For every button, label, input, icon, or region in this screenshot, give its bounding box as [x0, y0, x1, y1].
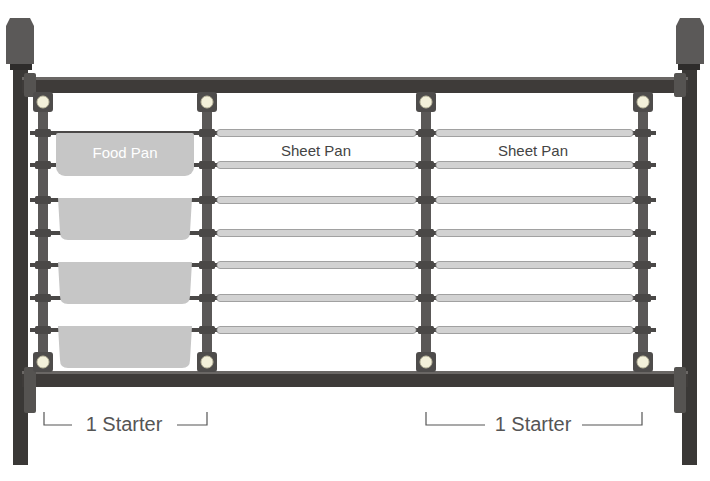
rail-hook — [199, 196, 215, 204]
food-pans — [58, 198, 192, 368]
rail-hook — [35, 261, 51, 269]
bracket-line — [177, 412, 207, 425]
rail-hook — [199, 161, 215, 169]
bottom-bar — [22, 371, 688, 387]
bracket-line — [44, 412, 72, 425]
food-pan: Food Pan — [56, 133, 194, 176]
sheet-pan-label: Sheet Pan — [495, 142, 571, 159]
sheet-pan-slide — [217, 295, 416, 302]
rail-hook — [35, 326, 51, 334]
sheet-pan-slide — [217, 230, 416, 237]
sheet-pan-slide — [436, 130, 633, 137]
right-post-cap — [676, 18, 704, 64]
food-pan — [58, 262, 192, 304]
rail-light — [637, 356, 649, 368]
sheet-pan-slide — [436, 162, 633, 169]
sheet-pan-slide — [217, 262, 416, 269]
rail-hook — [199, 326, 215, 334]
food-pan — [58, 198, 192, 240]
rail-light — [637, 96, 649, 108]
rail-light-housing — [33, 92, 53, 112]
left-post-collar — [10, 64, 32, 70]
rail-hook — [35, 229, 51, 237]
rail-hook — [418, 261, 434, 269]
rail-hook — [35, 129, 51, 137]
bottom-bar-edge — [22, 371, 688, 374]
rail-hook — [418, 326, 434, 334]
rail-light — [420, 96, 432, 108]
rail-hook — [635, 294, 651, 302]
bracket-line — [426, 412, 485, 425]
rail-hook — [635, 129, 651, 137]
sheet-pan-slide — [436, 230, 633, 237]
rail-hook — [35, 196, 51, 204]
rack-posts — [6, 18, 704, 465]
sheet-pan-slide — [436, 262, 633, 269]
rail-hook — [199, 129, 215, 137]
starter-label: 1 Starter — [83, 413, 166, 436]
vertical-rails — [33, 92, 653, 372]
rail-hook — [418, 161, 434, 169]
rail-light — [420, 356, 432, 368]
rail-light — [37, 96, 49, 108]
rail-light-housing — [416, 352, 436, 372]
rail-hook — [635, 261, 651, 269]
rail-hook — [35, 294, 51, 302]
food-pan — [58, 326, 192, 368]
rail-hook — [418, 294, 434, 302]
sheet-pan-slide — [217, 130, 416, 137]
rail-light-housing — [633, 92, 653, 112]
rail-light — [201, 356, 213, 368]
rail-hook — [635, 326, 651, 334]
rail-hook — [418, 196, 434, 204]
bar-clamp — [24, 367, 36, 413]
rail-light — [201, 96, 213, 108]
sheet-pan-slide — [436, 327, 633, 334]
rail-hook — [635, 229, 651, 237]
bar-clamp — [674, 367, 686, 413]
rail-hook — [35, 161, 51, 169]
pan-slides — [30, 130, 656, 334]
sheet-pan-slide — [436, 197, 633, 204]
starter-label: 1 Starter — [492, 413, 575, 436]
top-bar — [22, 77, 688, 93]
rail-hook — [418, 129, 434, 137]
rail-light-housing — [416, 92, 436, 112]
rail-light-housing — [197, 352, 217, 372]
sheet-pan-slide — [436, 295, 633, 302]
sheet-pan-slide — [217, 327, 416, 334]
top-bar-edge — [22, 77, 688, 80]
rail-light-housing — [633, 352, 653, 372]
rail-light — [37, 356, 49, 368]
rail-light-housing — [33, 352, 53, 372]
rail-hook — [635, 196, 651, 204]
rail-hook — [199, 261, 215, 269]
rail-light-housing — [197, 92, 217, 112]
rail-hook — [199, 229, 215, 237]
rail-hook — [199, 294, 215, 302]
sheet-pan-label: Sheet Pan — [278, 142, 354, 159]
rail-hook — [635, 161, 651, 169]
right-post-collar — [678, 64, 700, 70]
bar-clamp — [674, 73, 686, 97]
sheet-pan-slide — [217, 162, 416, 169]
sheet-pan-slide — [217, 197, 416, 204]
pan-label: Food Pan — [92, 144, 157, 161]
rail-hook — [418, 229, 434, 237]
left-post-cap — [6, 18, 34, 64]
frame-bars — [22, 73, 688, 413]
bracket-line — [582, 412, 642, 425]
